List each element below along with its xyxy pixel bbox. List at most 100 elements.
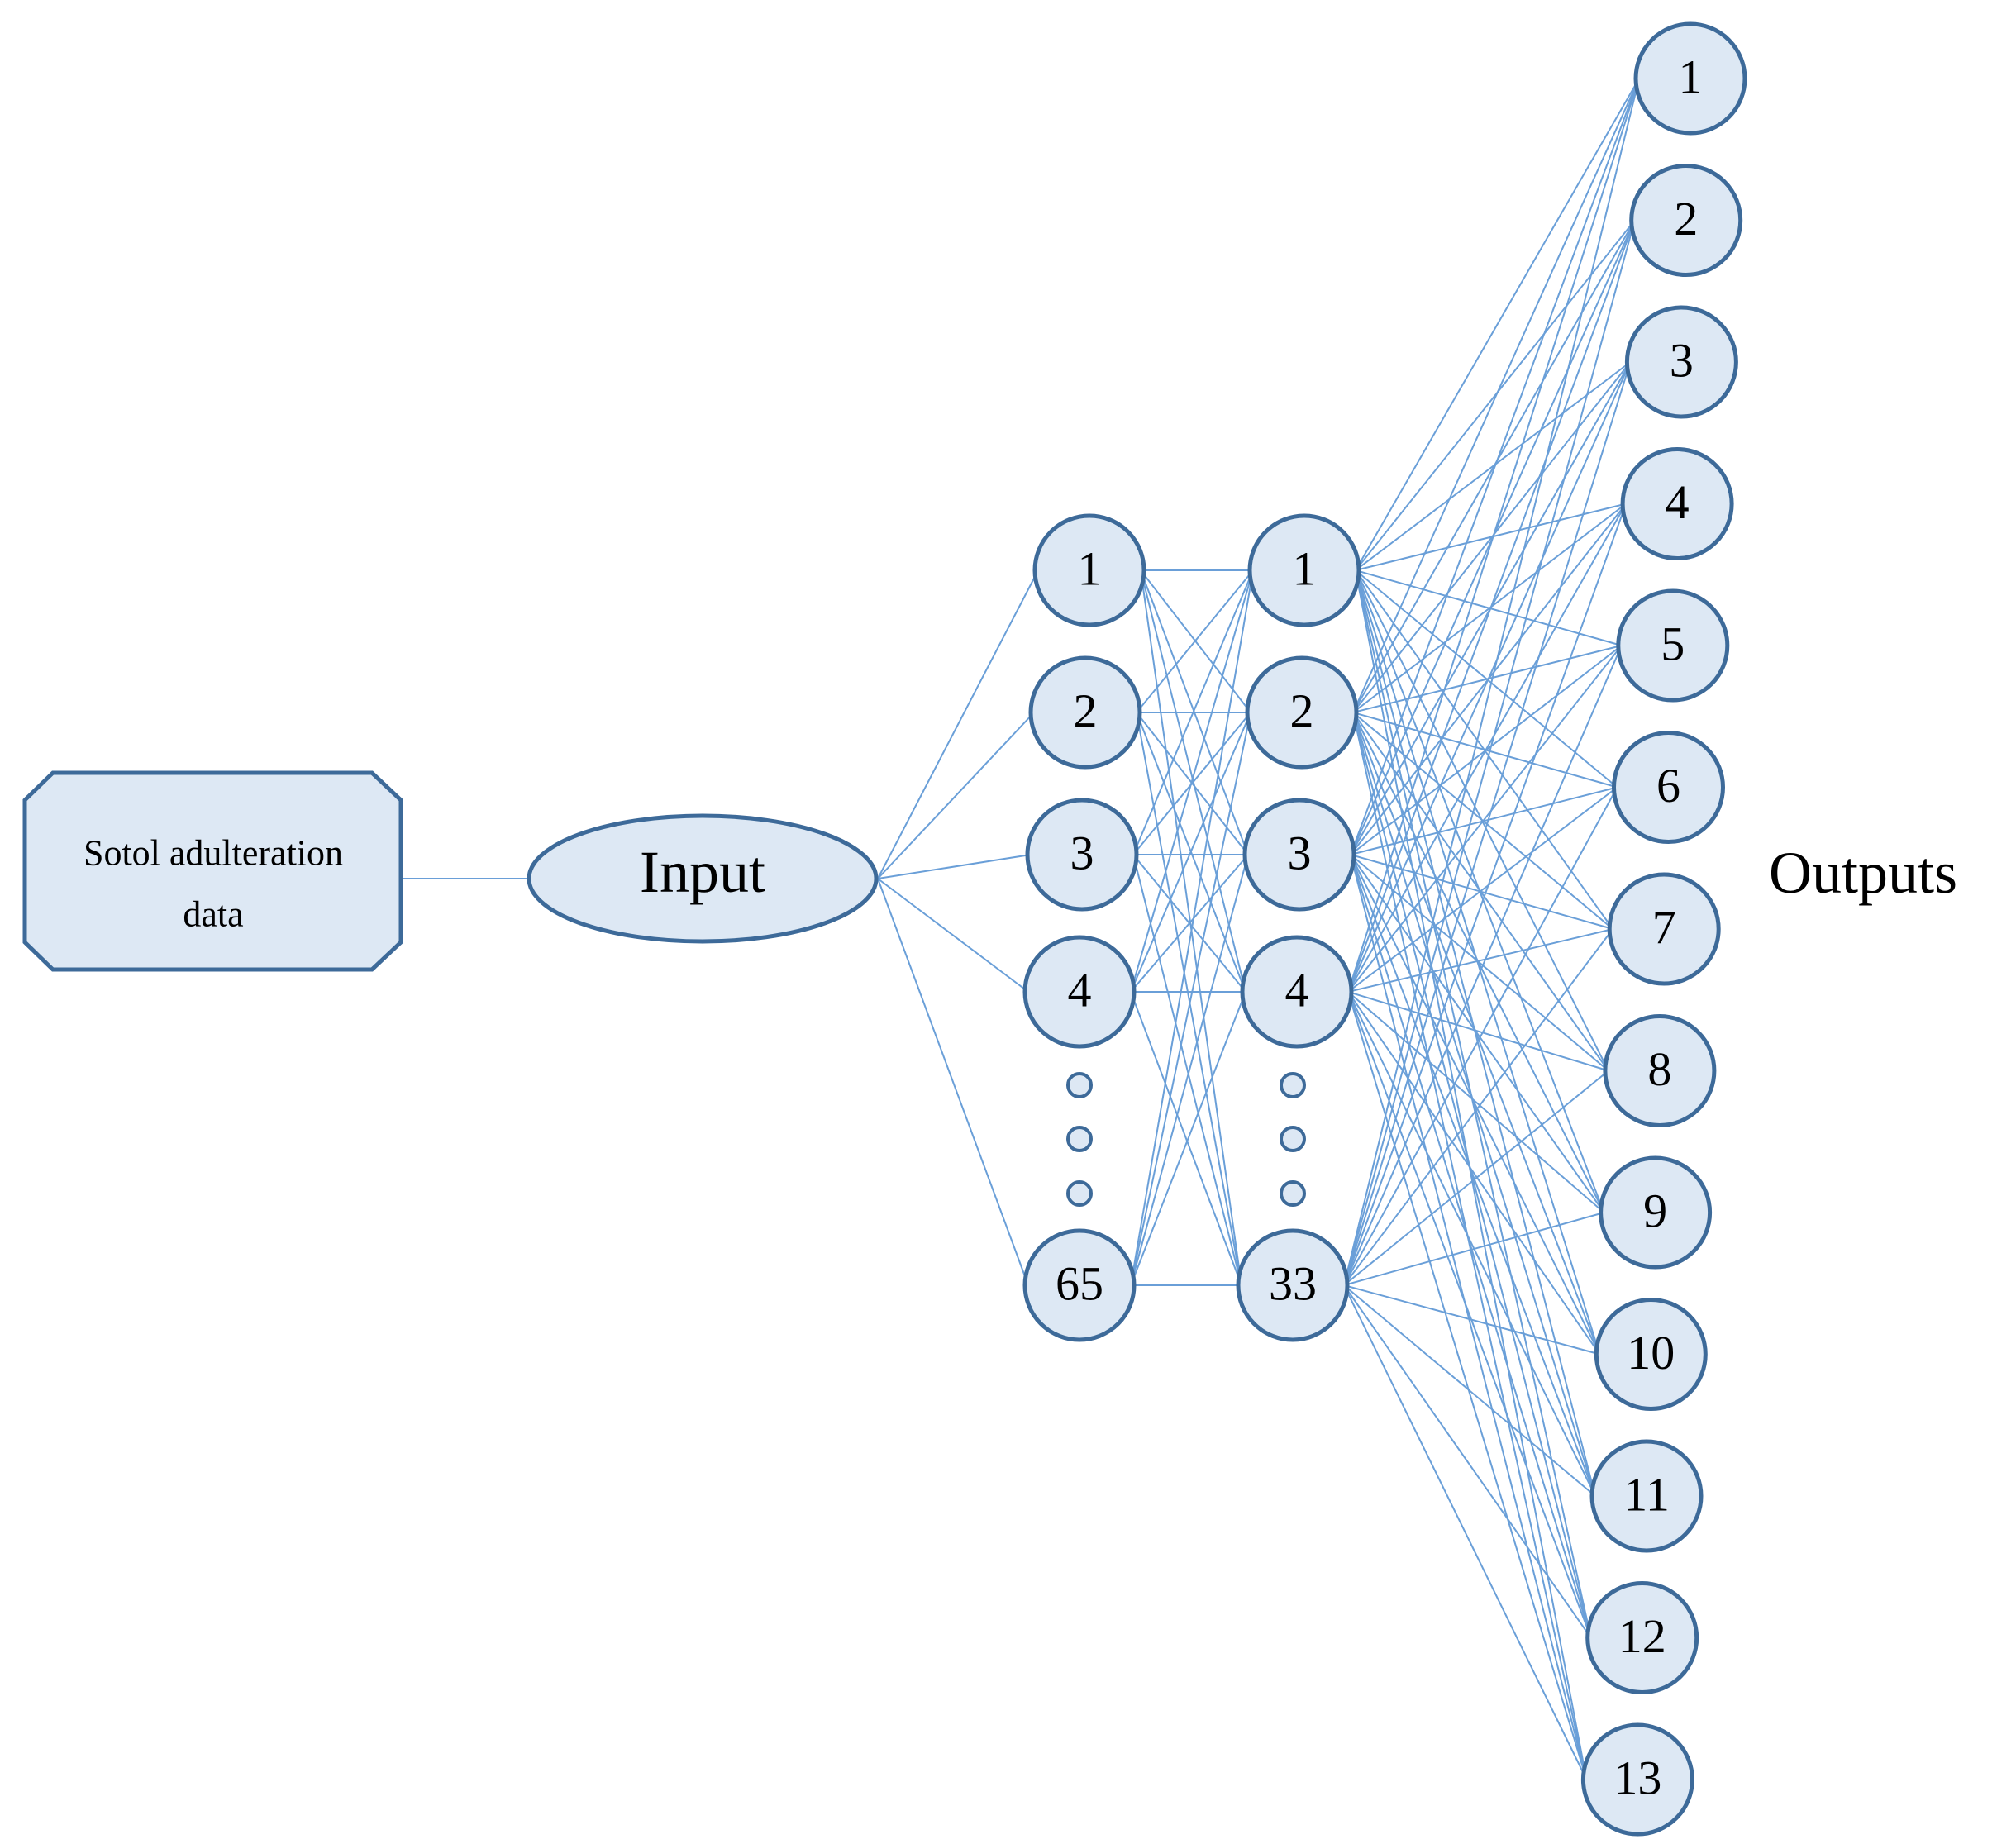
input-ellipse xyxy=(527,813,879,944)
output-node: 11 xyxy=(1589,1439,1704,1553)
source-label-line-1: Sotol adulteration xyxy=(83,833,343,874)
output-node: 8 xyxy=(1603,1014,1717,1127)
connection-h2-output xyxy=(1350,78,1640,855)
connection-h2-output xyxy=(1347,786,1618,993)
connection-h2-output xyxy=(1347,645,1623,993)
connection-h2-output xyxy=(1352,645,1623,713)
hidden-layer-2-node-label: 2 xyxy=(1290,684,1314,738)
input-node: Input xyxy=(527,813,879,944)
hidden-layer-2-node: 1 xyxy=(1247,513,1361,627)
output-node-label: 4 xyxy=(1666,475,1690,529)
connection-h1-h2 xyxy=(1132,569,1254,855)
connection-h2-output xyxy=(1347,503,1627,993)
source-label-line-2: data xyxy=(183,894,243,935)
hidden-layer-2-node-label: 33 xyxy=(1269,1257,1317,1311)
connection-h1-h2 xyxy=(1130,991,1246,1286)
connection-h2-output xyxy=(1347,78,1640,993)
connection-input-h1 xyxy=(877,712,1035,879)
output-node-circle xyxy=(1580,1722,1694,1837)
hidden-layer-1-ellipsis-dot xyxy=(1066,1072,1093,1098)
connection-h1-h2 xyxy=(1130,712,1251,1286)
connection-input-h1 xyxy=(877,569,1039,879)
hidden-layer-2-node: 2 xyxy=(1245,655,1359,770)
connection-h2-output xyxy=(1352,220,1636,713)
output-node-circle xyxy=(1624,305,1738,419)
connection-h2-output xyxy=(1350,854,1588,1780)
hidden-layer-2-node: 33 xyxy=(1236,1228,1350,1342)
output-node-circle xyxy=(1603,1014,1717,1127)
output-node: 7 xyxy=(1607,872,1721,986)
output-node-label: 2 xyxy=(1674,192,1698,245)
connection-h2-output xyxy=(1343,220,1636,1286)
output-node-label: 11 xyxy=(1623,1468,1670,1522)
output-node-label: 1 xyxy=(1679,50,1703,104)
output-node-label: 12 xyxy=(1618,1609,1666,1663)
hidden-layer-1-node: 4 xyxy=(1022,935,1137,1049)
output-node: 4 xyxy=(1620,447,1734,560)
connection-input-h1 xyxy=(877,854,1032,879)
connection-h2-output xyxy=(1347,991,1605,1213)
hidden-layer-1-node-circle xyxy=(1022,935,1137,1049)
output-node-circle xyxy=(1599,1155,1713,1270)
hidden-layer-1-node: 65 xyxy=(1022,1228,1137,1342)
output-node-label: 3 xyxy=(1670,334,1694,388)
hidden-layer-2-node: 3 xyxy=(1242,798,1356,912)
connection-h1-h2 xyxy=(1136,569,1254,713)
connection-input-h1 xyxy=(877,878,1029,993)
hidden-layer-1-node-label: 2 xyxy=(1074,684,1098,738)
hidden-layer-2-node-circle xyxy=(1247,513,1361,627)
connection-h1-h2 xyxy=(1130,854,1249,993)
hidden-layer-2-node-circle xyxy=(1240,935,1354,1049)
hidden-layer-2-node-label: 3 xyxy=(1288,827,1312,880)
connection-h2-output xyxy=(1350,854,1601,1355)
connection-h2-output xyxy=(1355,78,1640,571)
connection-h2-output xyxy=(1355,569,1588,1780)
connection-h2-output xyxy=(1343,1070,1609,1286)
connection-h2-output xyxy=(1343,928,1613,1286)
output-node-circle xyxy=(1612,731,1725,844)
hidden-layer-1-node-label: 4 xyxy=(1068,964,1092,1017)
connection-h2-output xyxy=(1343,645,1623,1286)
connection-h2-output xyxy=(1352,78,1640,713)
output-node-label: 7 xyxy=(1652,901,1676,955)
connection-h2-output xyxy=(1343,1284,1600,1356)
output-node: 6 xyxy=(1612,731,1725,844)
hidden-layer-2-node-label: 4 xyxy=(1285,964,1309,1017)
connection-h2-output xyxy=(1343,787,1618,1286)
connection-h2-output xyxy=(1347,361,1632,993)
connection-h2-output xyxy=(1343,78,1640,1286)
source-box: Sotol adulteration data xyxy=(22,770,403,972)
connection-h2-output xyxy=(1355,503,1627,571)
output-node: 9 xyxy=(1599,1155,1713,1270)
output-node-circle xyxy=(1633,21,1747,136)
outputs-title: Outputs xyxy=(1769,840,1958,906)
output-node-label: 5 xyxy=(1661,617,1685,671)
output-node-label: 10 xyxy=(1627,1326,1675,1379)
output-node: 13 xyxy=(1580,1722,1694,1837)
hidden-layer-2-ellipsis-dot xyxy=(1280,1180,1306,1207)
connection-h2-output xyxy=(1343,503,1628,1286)
hidden-layer-2-node-circle xyxy=(1242,798,1356,912)
output-node-circle xyxy=(1589,1439,1704,1553)
connection-input-h1 xyxy=(877,878,1029,1286)
output-node-circle xyxy=(1629,164,1743,277)
output-node: 10 xyxy=(1594,1298,1708,1411)
connection-h1-h2 xyxy=(1130,569,1254,1286)
connection-h1-h2 xyxy=(1130,991,1242,1286)
hidden-layer-1-node-label: 65 xyxy=(1056,1257,1103,1311)
output-node-circle xyxy=(1616,588,1730,703)
connection-h2-output xyxy=(1343,1212,1604,1286)
hidden-layer-1-node-circle xyxy=(1022,1228,1137,1342)
connection-h2-output xyxy=(1350,854,1592,1638)
output-node-circle xyxy=(1620,447,1734,560)
hidden-layer-1-node: 3 xyxy=(1025,798,1139,912)
connection-h2-output xyxy=(1347,928,1613,993)
hidden-layer-1-node: 2 xyxy=(1028,655,1142,770)
source-box-shape xyxy=(22,770,403,972)
connection-h1-h2 xyxy=(1132,854,1242,1286)
connection-h2-output xyxy=(1352,503,1627,713)
output-node-label: 8 xyxy=(1647,1042,1671,1096)
